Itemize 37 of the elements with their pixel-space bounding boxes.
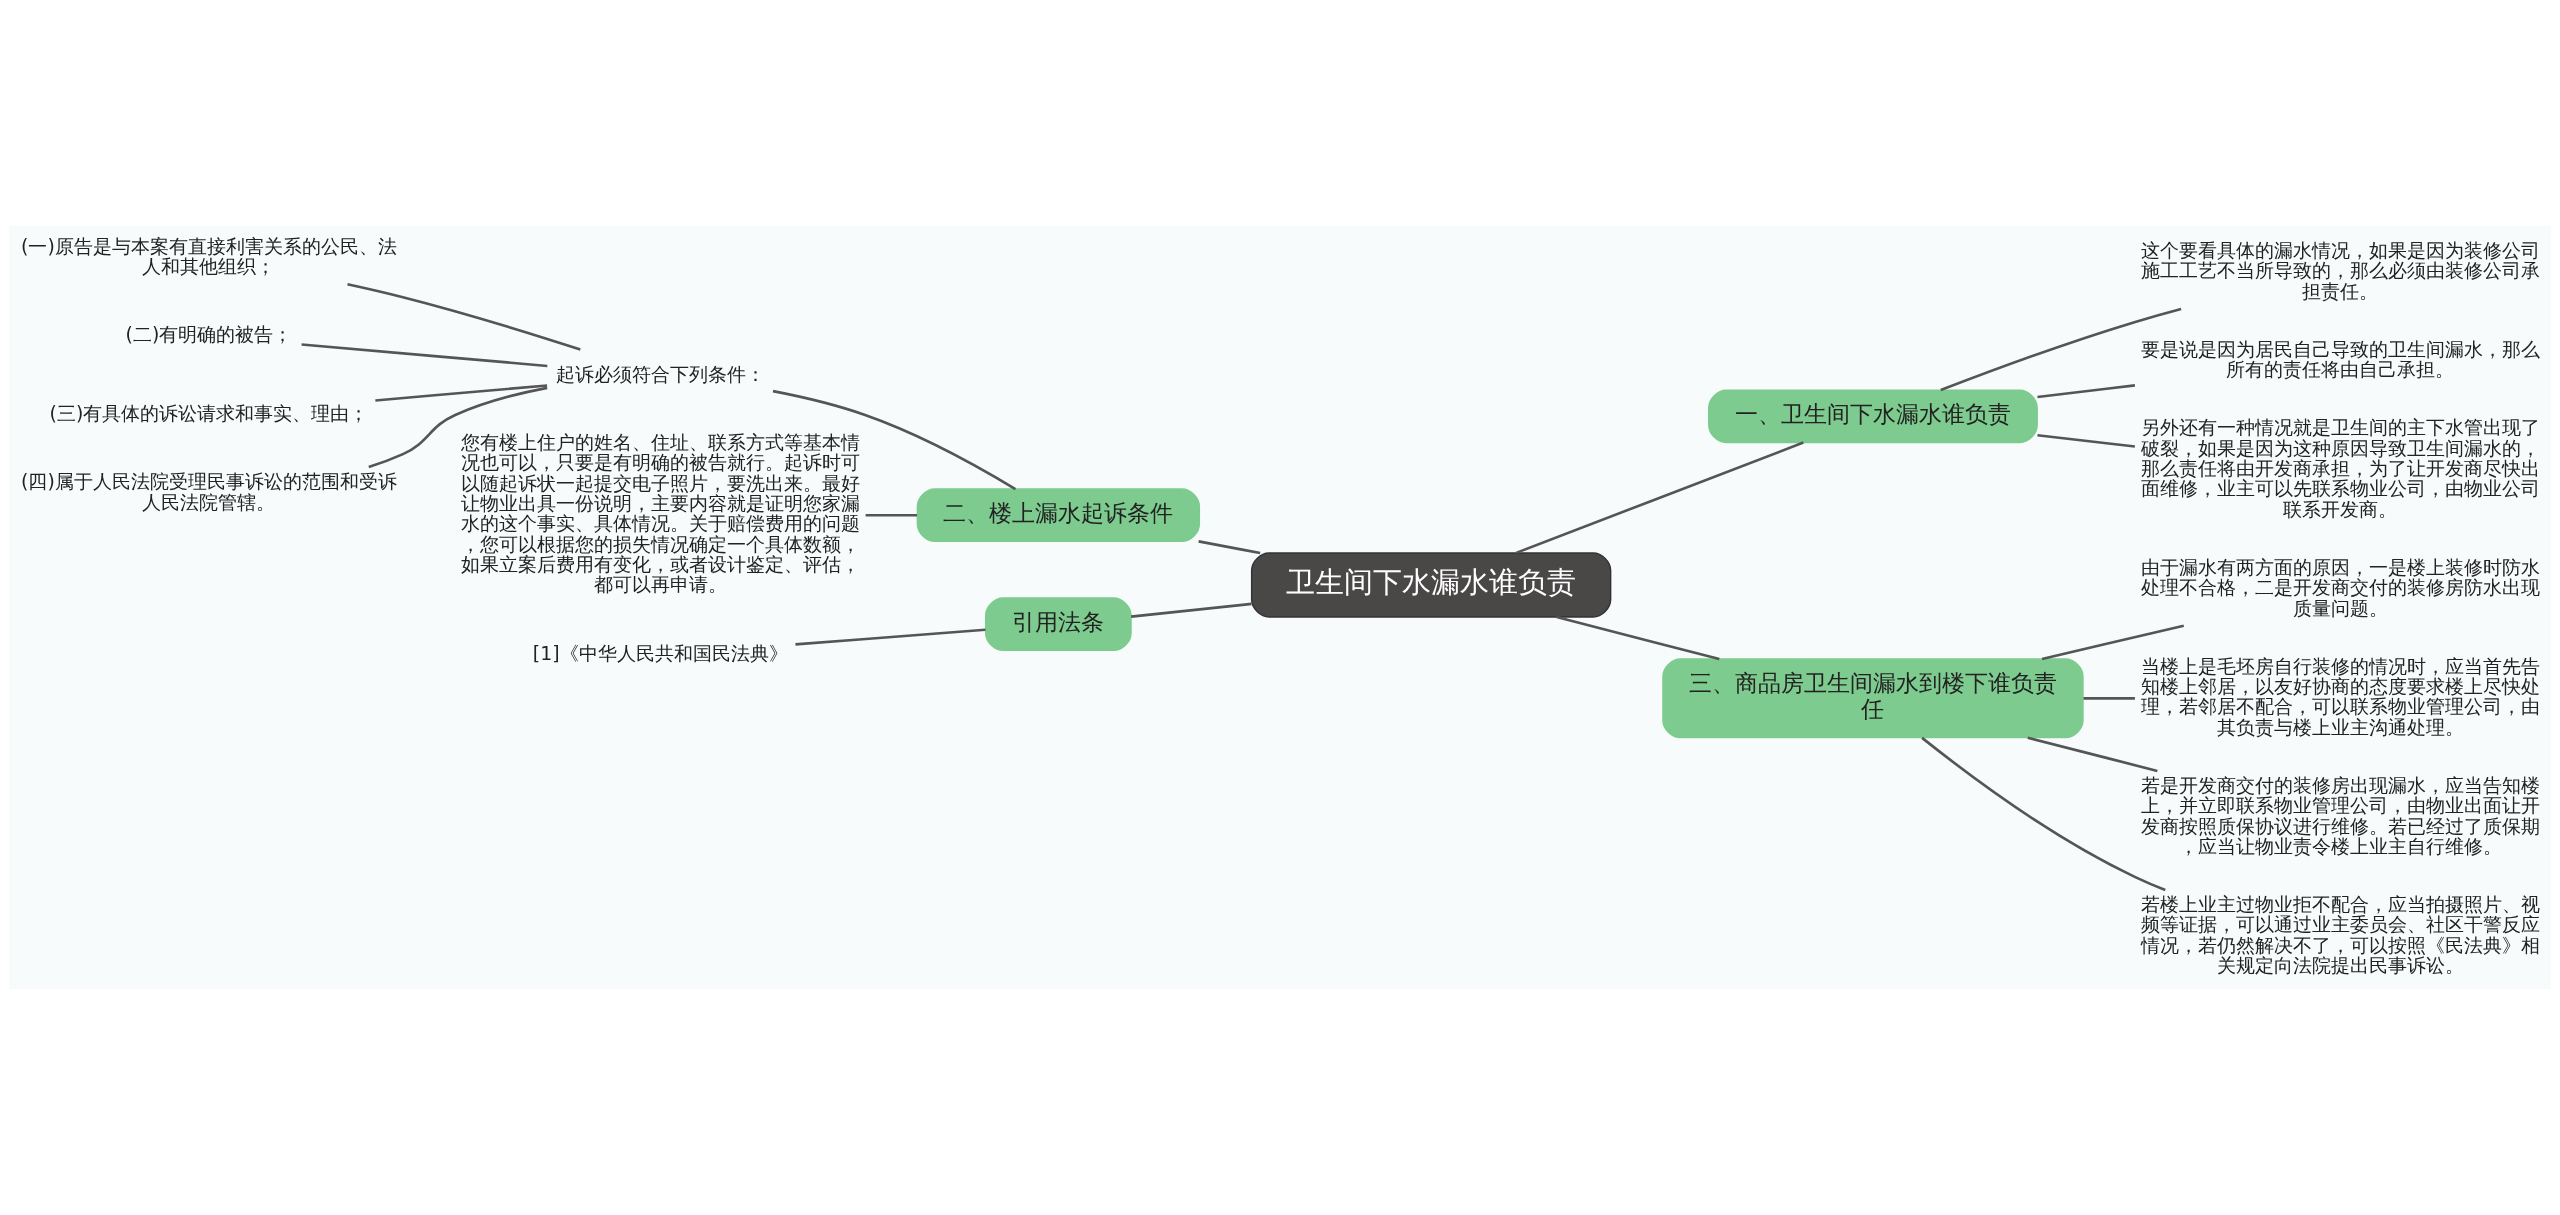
connector xyxy=(1940,307,2182,392)
node-text: 要是说是因为居民自己导致的卫生间漏水，那么所有的责任将由自己承担。 xyxy=(2140,337,2540,381)
connector xyxy=(1921,736,2166,892)
connector xyxy=(2027,736,2158,773)
node-text: (一)原告是与本案有直接利害关系的公民、法人和其他组织； xyxy=(21,234,397,278)
connector xyxy=(2083,697,2135,700)
connector xyxy=(368,386,548,469)
connector xyxy=(2037,384,2136,399)
node-text: (四)属于人民法院受理民事诉讼的范围和受诉人民法院管辖。 xyxy=(21,470,397,513)
node-box: 引用法条 xyxy=(984,597,1132,652)
node-text: (二)有明确的被告； xyxy=(125,323,293,346)
connector xyxy=(865,513,917,517)
connector xyxy=(2037,433,2136,448)
node-text: 当楼上是毛坯房自行装修的情况时，应当首先告知楼上邻居，以友好协商的态度要求楼上尽快处理，若邻居不配合，可以联系物业管理公司，由其负责与楼上业主沟通处理。 xyxy=(2140,654,2540,738)
node-box: 三、商品房卫生间漏水到楼下谁负责任 xyxy=(1662,658,2084,739)
connector xyxy=(2041,624,2185,661)
node-text: 另外还有一种情况就是卫生间的主下水管出现了破裂，如果是因为这种原因导致卫生间漏水的，那么责任将由开发商承担，为了让开发商尽快出面维修，业主可以先联系物业公司，由物业公司联系开发商。 xyxy=(2140,416,2540,520)
node-box: 一、卫生间下水漏水谁负责 xyxy=(1708,389,2038,444)
node-text: (三)有具体的诉讼请求和事实、理由； xyxy=(49,401,369,424)
connector xyxy=(795,628,986,646)
connector xyxy=(1515,441,1804,555)
node-text: 若楼上业主过物业拒不配合，应当拍摄照片、视频等证据，可以通过业主委员会、社区干警反应情况，若仍然解决不了，可以按照《民法典》相关规定向法院提出民事诉讼。 xyxy=(2140,893,2540,977)
node-text: 起诉必须符合下列条件： xyxy=(555,362,765,385)
connector xyxy=(347,282,581,351)
node-text: 您有楼上住户的姓名、住址、联系方式等基本情况也可以，只要是有明确的被告就行。起诉时可以随起诉状一起提交电子照片，要洗出来。最好让物业出具一份说明，主要内容就是证明您家漏水的这个事实、具体情况。关于赔偿费用的问题，您可以根据您的损失情况确定一个具体数额，如果立案后费用有变化，或者设计鉴定、评估，都可以再申请。 xyxy=(460,430,860,596)
connector xyxy=(1131,602,1252,618)
node-box: 卫生间下水漏水谁负责 xyxy=(1250,552,1612,618)
node-text: 若是开发商交付的装修房出现漏水，应当告知楼上，并立即联系物业管理公司，由物业出面让开发商按照质保协议进行维修。若已经过了质保期，应当让物业责令楼上业主自行维修。 xyxy=(2140,773,2540,857)
node-text: [1]《中华人民共和国民法典》 xyxy=(532,641,788,664)
connector xyxy=(301,343,548,368)
connector xyxy=(1556,615,1720,661)
node-text: 由于漏水有两方面的原因，一是楼上装修时防水处理不合格，二是开发商交付的装修房防水出现质量问题。 xyxy=(2140,555,2540,619)
node-text: 这个要看具体的漏水情况，如果是因为装修公司施工工艺不当所导致的，那么必须由装修公司承担责任。 xyxy=(2140,239,2540,302)
connector xyxy=(375,384,548,402)
node-box: 二、楼上漏水起诉条件 xyxy=(916,488,1201,543)
connector xyxy=(772,389,1017,491)
connector xyxy=(1198,540,1261,555)
